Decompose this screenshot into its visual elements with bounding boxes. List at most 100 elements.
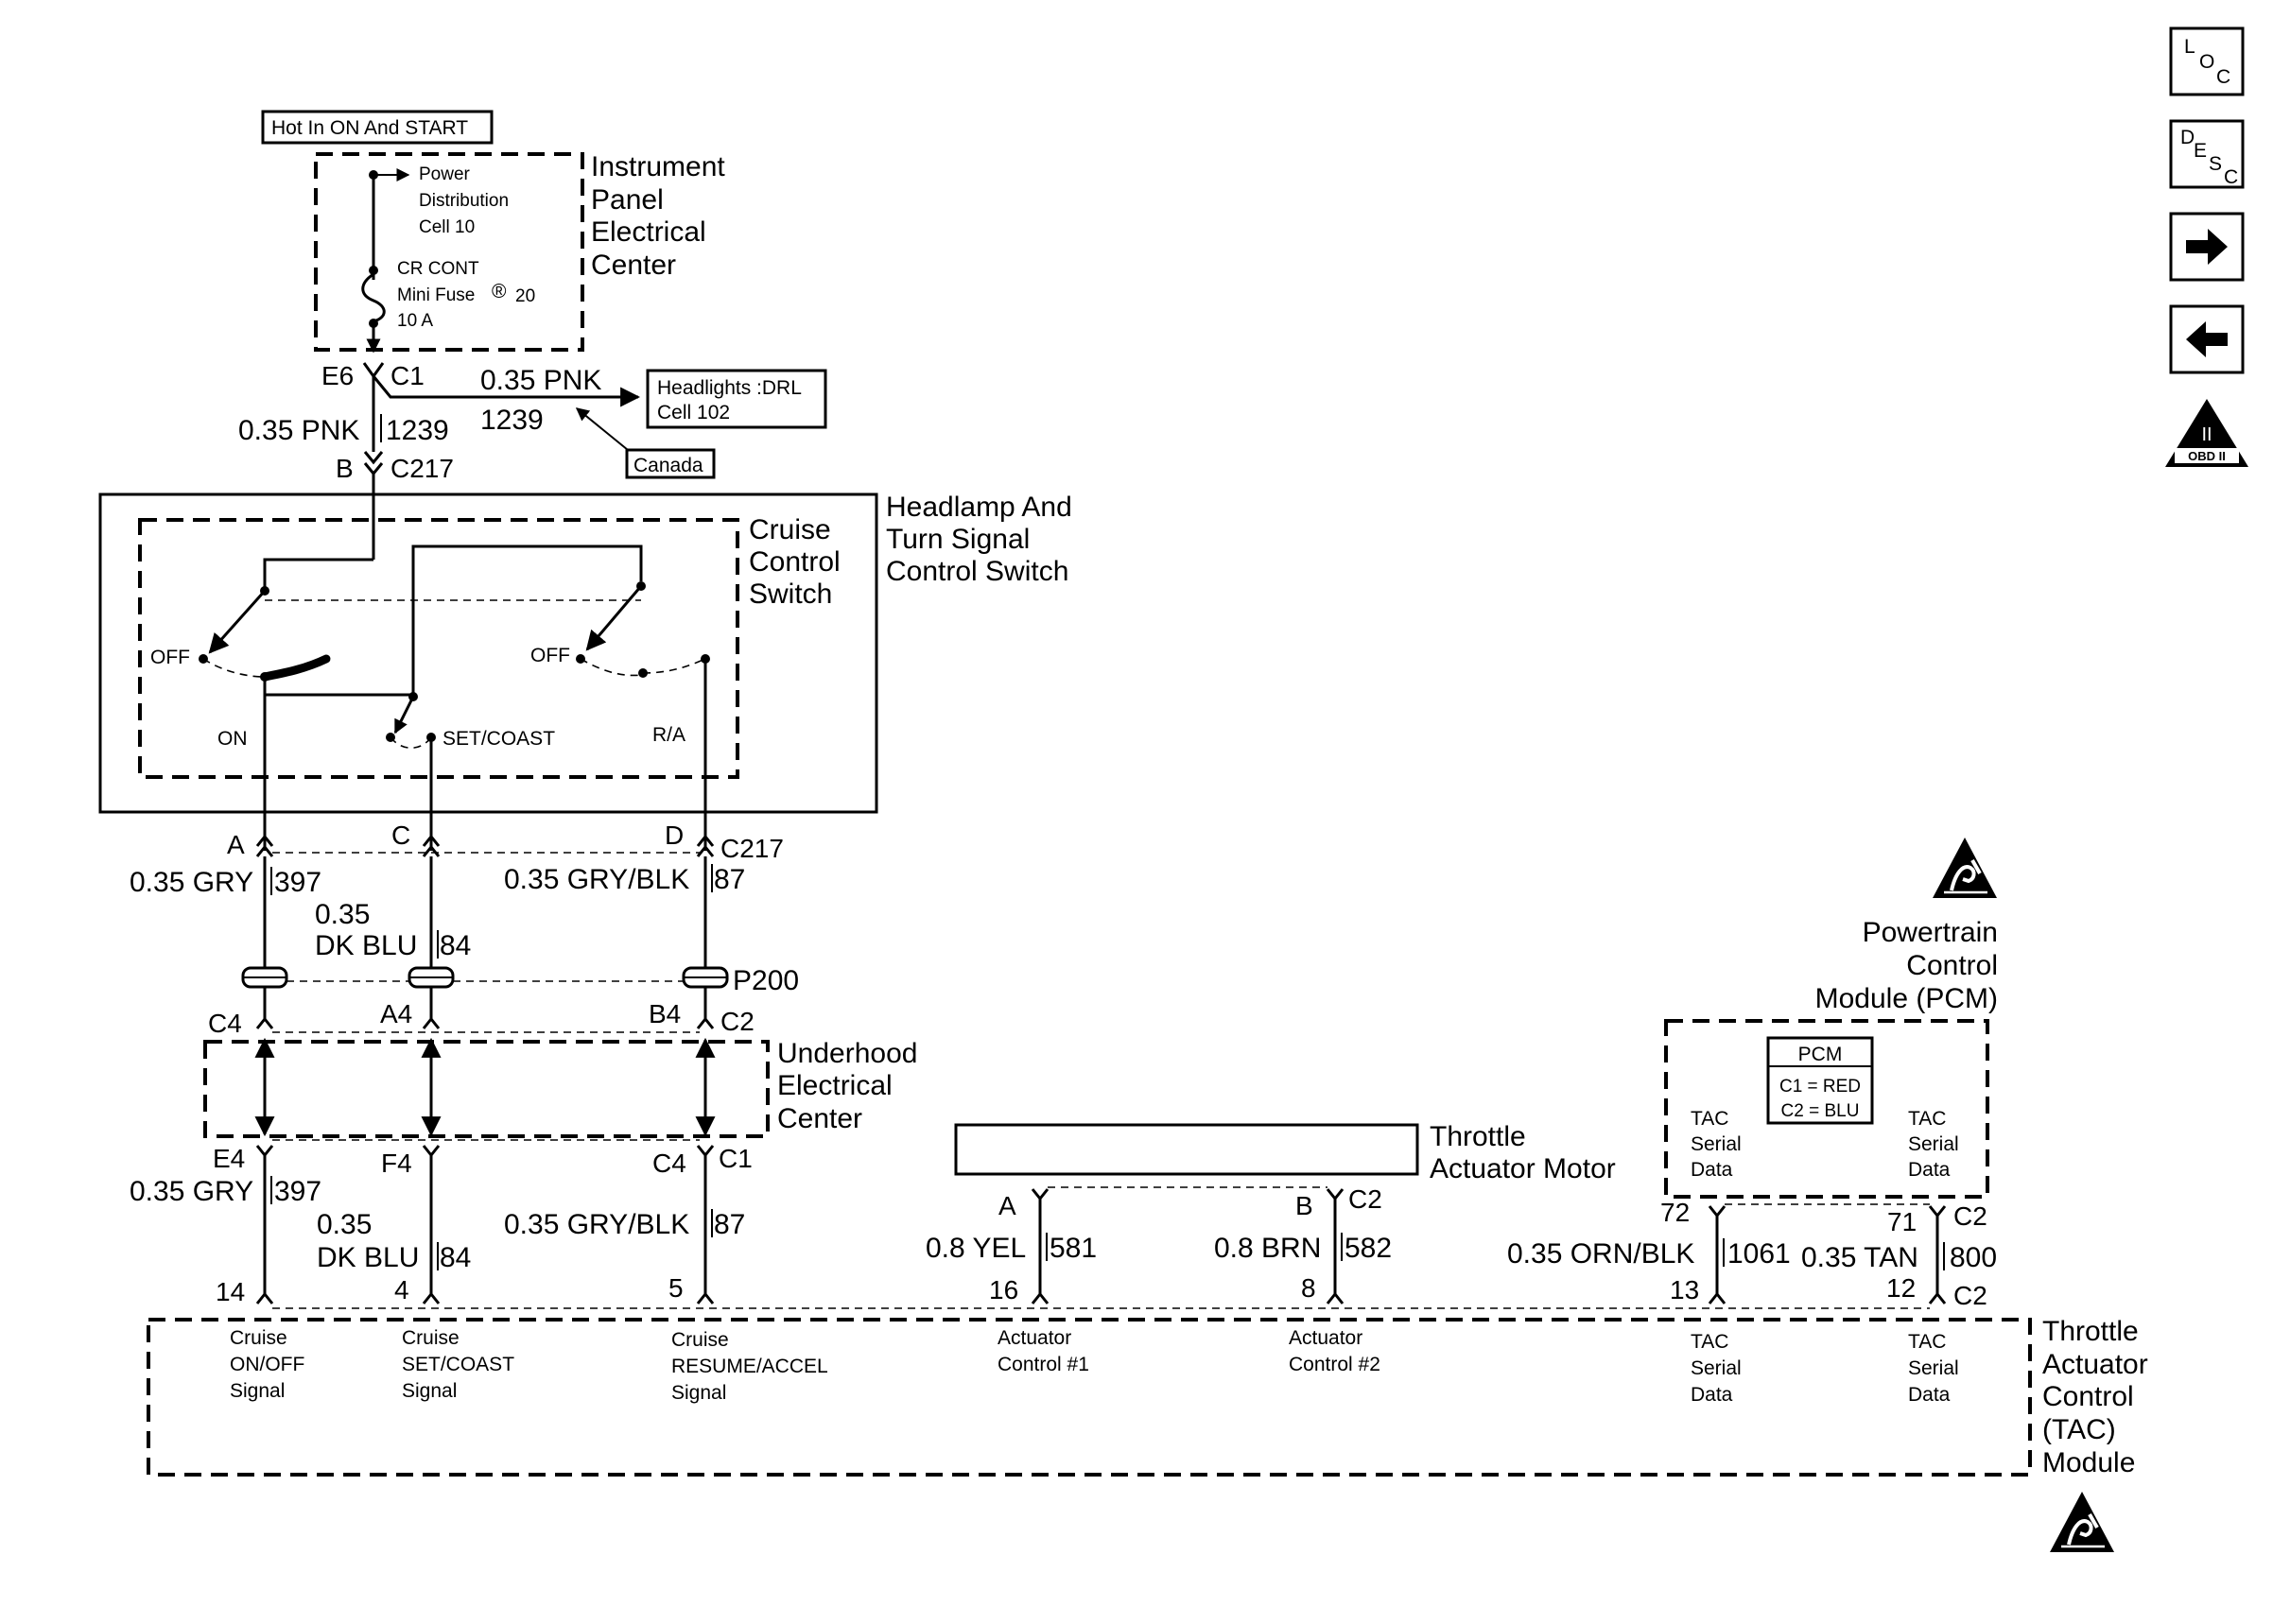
cr-cont-fuse-label: CR CONT (397, 259, 479, 279)
arrow-right-icon (2186, 229, 2228, 265)
svg-text:16: 16 (989, 1275, 1018, 1304)
svg-text:0.35 PNK: 0.35 PNK (480, 365, 601, 396)
svg-text:Underhood: Underhood (777, 1038, 917, 1069)
esd-sensitive-icon (2048, 1490, 2116, 1554)
svg-text:Instrument: Instrument (591, 151, 725, 182)
next-button[interactable] (2169, 212, 2245, 282)
svg-text:84: 84 (440, 930, 471, 961)
svg-text:Actuator: Actuator (1289, 1327, 1362, 1349)
wire-1239-pnk: 0.35 PNK 1239 (238, 414, 449, 446)
connector-c217-upper: B C217 (336, 451, 454, 560)
obd-ii-button[interactable]: II OBD II (2165, 399, 2248, 467)
svg-text:582: 582 (1345, 1233, 1392, 1264)
svg-text:OBD II: OBD II (2188, 449, 2226, 463)
svg-text:DK BLU: DK BLU (317, 1242, 419, 1273)
svg-text:Cell 102: Cell 102 (657, 402, 730, 423)
desc-button[interactable]: D E S C (2169, 119, 2245, 189)
svg-text:TAC: TAC (1691, 1108, 1728, 1130)
svg-text:1061: 1061 (1727, 1238, 1791, 1270)
svg-text:Canada: Canada (633, 455, 703, 476)
svg-text:C: C (391, 821, 410, 850)
svg-text:Throttle: Throttle (1430, 1121, 1526, 1152)
svg-text:Control Switch: Control Switch (886, 556, 1068, 587)
svg-text:1239: 1239 (386, 415, 449, 446)
svg-text:Powertrain: Powertrain (1863, 917, 1998, 948)
svg-text:R/A: R/A (652, 724, 685, 746)
svg-text:C217: C217 (720, 834, 784, 863)
svg-text:ON/OFF: ON/OFF (230, 1354, 304, 1375)
svg-text:C2 = BLU: C2 = BLU (1781, 1101, 1860, 1121)
svg-text:Mini Fuse: Mini Fuse (397, 285, 475, 305)
pcm-connector-legend: PCM C1 = RED C2 = BLU (1766, 1036, 1874, 1125)
svg-text:PCM: PCM (1798, 1044, 1843, 1065)
wires-c217-to-p200: 0.35 GRY 397 0.35 DK BLU 84 0.35 GRY/BLK… (130, 856, 745, 972)
svg-text:TAC: TAC (1908, 1108, 1946, 1130)
on-contact-bar (260, 654, 331, 682)
svg-text:Serial: Serial (1691, 1133, 1742, 1155)
svg-text:C2: C2 (1953, 1201, 1987, 1231)
svg-text:B: B (336, 454, 354, 483)
throttle-actuator-motor: Throttle Actuator Motor A B C2 0.8 YEL 5… (926, 1121, 1616, 1295)
svg-text:SET/COAST: SET/COAST (402, 1354, 514, 1375)
svg-text:Module (PCM): Module (PCM) (1815, 983, 1998, 1014)
svg-text:Headlights :DRL: Headlights :DRL (657, 377, 802, 399)
svg-text:Signal: Signal (671, 1382, 726, 1404)
fuse-icon (369, 266, 378, 275)
svg-text:D: D (2180, 127, 2195, 148)
svg-text:C: C (2224, 166, 2238, 188)
svg-text:Actuator Motor: Actuator Motor (1430, 1153, 1616, 1184)
svg-text:Signal: Signal (230, 1380, 285, 1402)
loc-button[interactable]: L O C (2169, 26, 2245, 96)
instrument-panel-electrical-center: Instrument Panel Electrical Center Power… (314, 151, 725, 354)
svg-text:RESUME/ACCEL: RESUME/ACCEL (671, 1356, 828, 1377)
svg-text:Cell 10: Cell 10 (419, 217, 475, 237)
svg-text:8: 8 (1301, 1273, 1316, 1303)
svg-text:0.35 GRY: 0.35 GRY (130, 867, 253, 898)
svg-text:Control #2: Control #2 (1289, 1354, 1380, 1375)
svg-text:800: 800 (1950, 1242, 1997, 1273)
svg-text:10 A: 10 A (397, 311, 433, 331)
arrow-left-icon (2186, 321, 2228, 357)
svg-text:Serial: Serial (1908, 1357, 1959, 1379)
svg-text:Cruise: Cruise (671, 1329, 729, 1351)
svg-text:DK BLU: DK BLU (315, 930, 417, 961)
svg-text:Switch: Switch (749, 579, 832, 610)
powertrain-control-module: Powertrain Control Module (PCM) PCM C1 =… (1507, 836, 1999, 1295)
svg-text:0.35 GRY: 0.35 GRY (130, 1176, 253, 1207)
prev-button[interactable] (2169, 304, 2245, 374)
svg-text:L: L (2184, 36, 2195, 58)
svg-text:A4: A4 (380, 999, 412, 1028)
svg-text:20: 20 (515, 286, 535, 306)
svg-text:Cruise: Cruise (230, 1327, 287, 1349)
svg-text:C1: C1 (390, 361, 425, 390)
svg-text:SET/COAST: SET/COAST (442, 728, 555, 750)
svg-text:E6: E6 (321, 361, 354, 390)
svg-text:Throttle: Throttle (2042, 1316, 2139, 1347)
svg-text:581: 581 (1050, 1233, 1097, 1264)
svg-text:Serial: Serial (1691, 1357, 1742, 1379)
svg-text:D: D (665, 821, 684, 850)
svg-text:B: B (1295, 1191, 1313, 1220)
svg-text:71: 71 (1887, 1207, 1917, 1236)
svg-text:72: 72 (1660, 1198, 1690, 1227)
svg-text:B4: B4 (649, 999, 681, 1028)
svg-text:Data: Data (1908, 1159, 1951, 1181)
svg-text:13: 13 (1670, 1275, 1699, 1304)
svg-text:Data: Data (1691, 1159, 1733, 1181)
svg-text:Cruise: Cruise (402, 1327, 460, 1349)
headlamp-turn-signal-switch: Headlamp And Turn Signal Control Switch (98, 492, 1072, 814)
svg-text:E: E (2194, 140, 2207, 162)
svg-text:Data: Data (1908, 1384, 1951, 1406)
svg-text:Center: Center (777, 1103, 862, 1134)
svg-text:87: 87 (714, 1209, 745, 1240)
fuse-element (361, 272, 386, 323)
svg-text:Serial: Serial (1908, 1133, 1959, 1155)
svg-text:(TAC): (TAC) (2042, 1414, 2116, 1445)
svg-text:397: 397 (274, 867, 321, 898)
connector-c217-lower: A C D C217 (227, 821, 784, 863)
svg-text:C4: C4 (208, 1009, 242, 1038)
svg-text:12: 12 (1886, 1273, 1916, 1303)
svg-text:Control #1: Control #1 (998, 1354, 1089, 1375)
wires-uec-to-tac: 0.35 GRY 397 0.35 DK BLU 84 0.35 GRY/BLK… (130, 1155, 745, 1295)
